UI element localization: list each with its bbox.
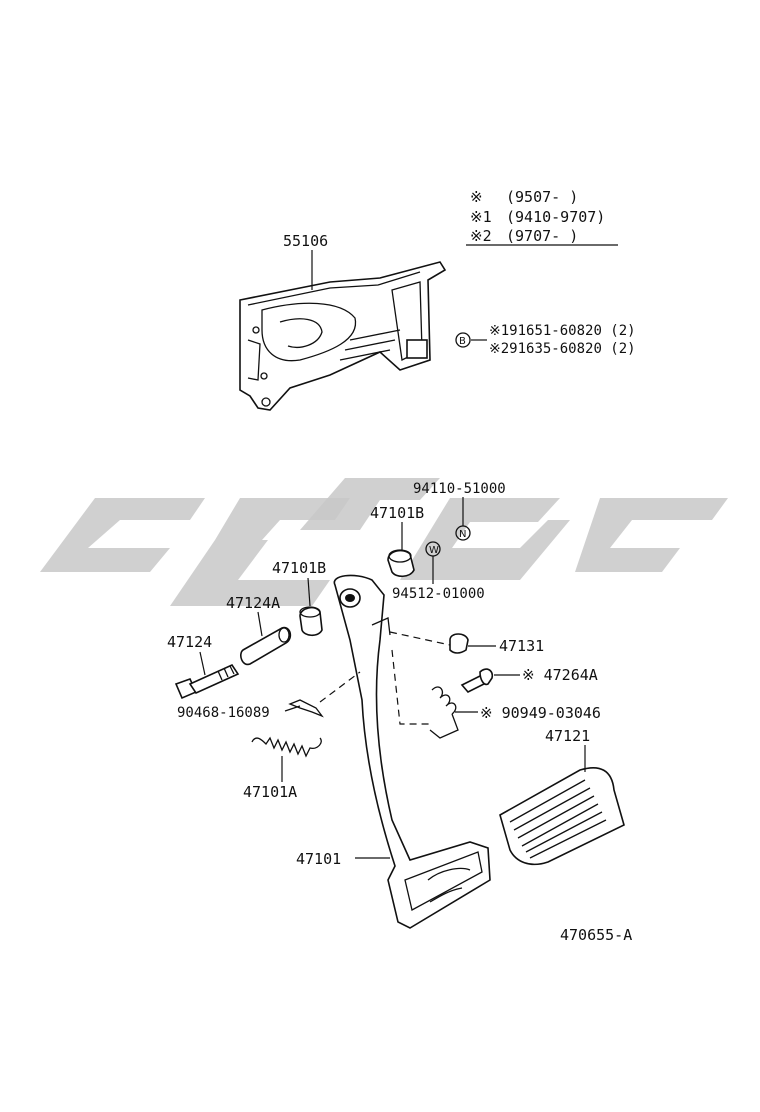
legend-mark-2: ※1	[470, 208, 492, 226]
pedal-arm-47101	[333, 574, 491, 929]
diagram-code: 470655-A	[560, 926, 632, 944]
bolt-line-1: ※191651-60820 (2)	[489, 323, 636, 339]
legend-range-3: (9707- )	[506, 227, 578, 245]
label-switch-spring: ※ 90949-03046	[480, 704, 601, 722]
bolt-47124	[174, 651, 240, 700]
label-pad: 47121	[545, 727, 590, 745]
bolt-b-icon	[455, 332, 471, 348]
bushing-left-47101B	[299, 577, 323, 637]
label-switch-bolt: ※ 47264A	[522, 666, 598, 684]
collar-47124A	[240, 611, 292, 666]
label-stopper: 47131	[499, 637, 544, 655]
nut-94110: N	[455, 497, 471, 541]
label-bolt: 47124	[167, 633, 212, 651]
label-bushing-right: 47101B	[370, 504, 424, 522]
switch-bolt-47264A	[460, 668, 520, 693]
legend-range-1: (9507- )	[506, 188, 578, 206]
label-bracket: 55106	[283, 232, 328, 250]
stopper-47131	[389, 631, 496, 654]
bushing-right-47101B	[387, 522, 415, 578]
nut-symbol: N	[459, 529, 466, 540]
bolt-line-2: ※291635-60820 (2)	[489, 341, 636, 357]
washer-94512: W	[425, 541, 441, 584]
label-washer: 94512-01000	[392, 586, 485, 602]
washer-symbol: W	[429, 545, 439, 556]
label-nut: 94110-51000	[413, 481, 506, 497]
spring-47101A	[251, 736, 322, 782]
label-pedal-arm: 47101	[296, 850, 341, 868]
label-bushing-left: 47101B	[272, 559, 326, 577]
bolt-symbol: B	[459, 336, 466, 347]
legend-range-2: (9410-9707)	[506, 208, 605, 226]
label-spring: 47101A	[243, 783, 297, 801]
legend-box: ※ (9507- ) ※1 (9410-9707) ※2 (9707- )	[466, 188, 618, 246]
bracket-55106	[239, 250, 447, 411]
switch-spring-90949	[391, 649, 478, 739]
watermark-logo	[40, 478, 728, 606]
clip-90468	[284, 671, 361, 718]
legend-mark-1: ※	[470, 188, 483, 206]
pad-47121	[499, 745, 625, 866]
label-clip: 90468-16089	[177, 705, 270, 721]
bolts-note: B ※191651-60820 (2) ※291635-60820 (2)	[455, 323, 636, 357]
legend-mark-3: ※2	[470, 227, 492, 245]
label-collar: 47124A	[226, 594, 280, 612]
